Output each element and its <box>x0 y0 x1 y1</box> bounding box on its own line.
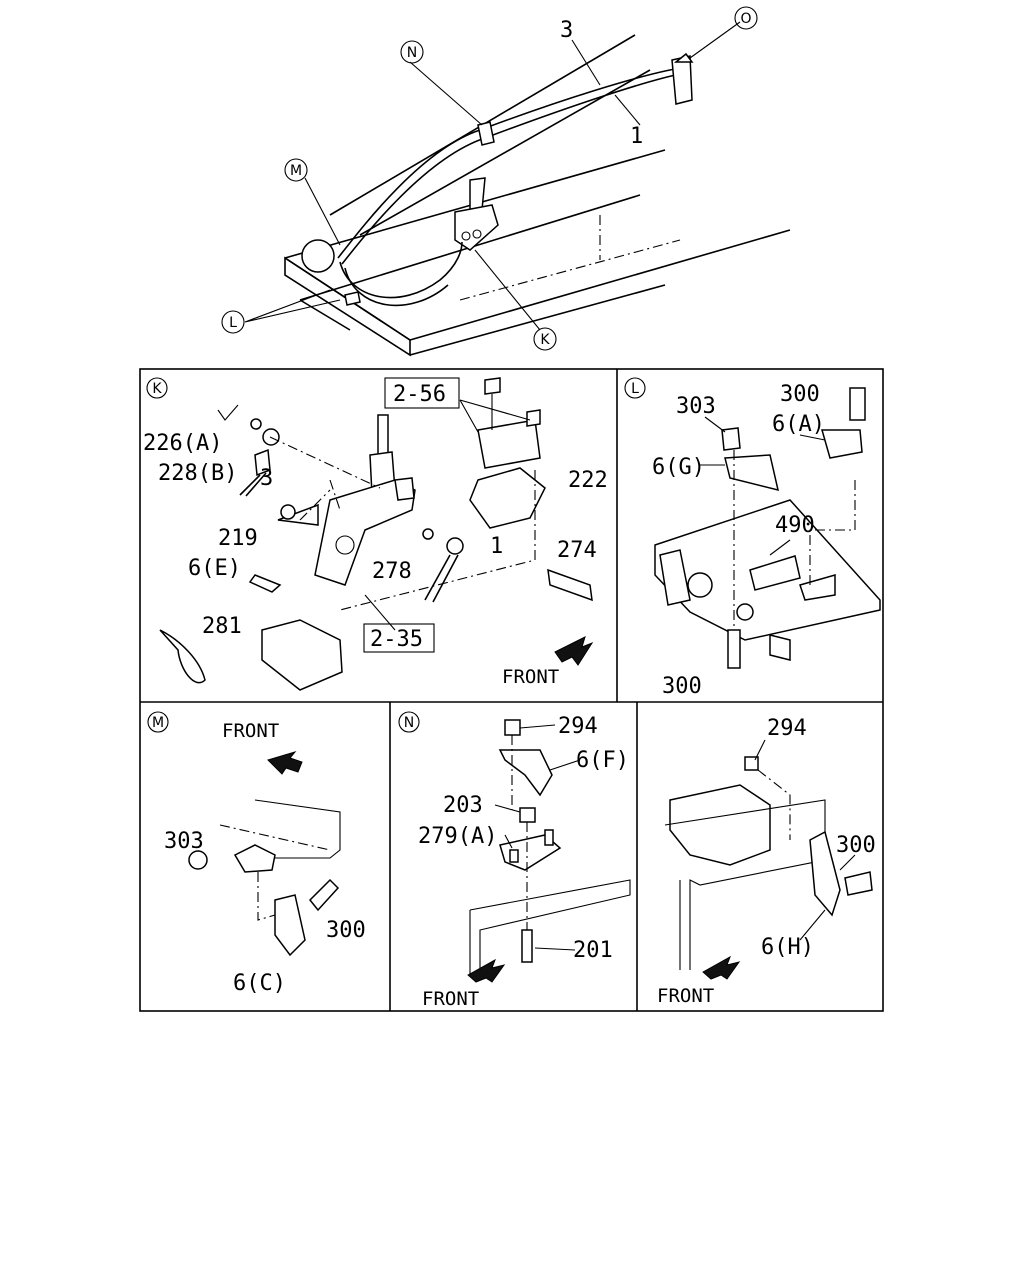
panel-m: M FRONT 303 300 6(C) <box>147 711 366 996</box>
label-281: 281 <box>202 614 242 639</box>
label-294: 294 <box>767 716 807 741</box>
label-228b: 228(B) <box>158 461 237 486</box>
label-219: 219 <box>218 526 258 551</box>
label-6e: 6(E) <box>188 556 241 581</box>
label-300: 300 <box>836 833 876 858</box>
ref-box-2-56 <box>384 377 460 409</box>
ref-box-2-35 <box>363 623 435 653</box>
label-3: 3 <box>260 466 273 491</box>
svg-text:2-35: 2-35 <box>370 627 423 652</box>
label-300: 300 <box>326 918 366 943</box>
overview-drawing <box>244 21 791 357</box>
label-6c: 6(C) <box>233 971 286 996</box>
overview-label-1: 1 <box>630 124 643 149</box>
panel-frames <box>139 368 884 1012</box>
front-label: FRONT <box>222 720 279 742</box>
svg-text:L: L <box>229 315 237 331</box>
front-arrow-icon <box>267 751 303 775</box>
label-6h: 6(H) <box>761 935 814 960</box>
label-6a: 6(A) <box>772 412 825 437</box>
panel-n: N 294 6(F) 203 279(A) 201 FRONT <box>398 711 631 1010</box>
label-6g: 6(G) <box>652 455 705 480</box>
panel-n-callout: N <box>404 715 414 731</box>
label-300-top: 300 <box>780 382 820 407</box>
label-490: 490 <box>775 513 815 538</box>
svg-text:O: O <box>740 11 751 27</box>
label-1: 1 <box>490 534 503 559</box>
panel-m-callout: M <box>152 715 164 731</box>
label-274: 274 <box>557 538 597 563</box>
panel-k-callout: K <box>152 381 162 397</box>
label-226a: 226(A) <box>143 431 222 456</box>
label-300-bottom: 300 <box>662 674 702 699</box>
panel-l-callout: L <box>631 381 639 397</box>
svg-text:K: K <box>540 332 550 348</box>
svg-text:N: N <box>407 45 417 61</box>
front-label: FRONT <box>657 985 714 1007</box>
label-6f: 6(F) <box>576 748 629 773</box>
label-203: 203 <box>443 793 483 818</box>
svg-text:2-56: 2-56 <box>393 382 446 407</box>
label-294: 294 <box>558 714 598 739</box>
callout-n: N <box>400 40 424 64</box>
callout-k: K <box>533 327 557 351</box>
callout-o: O <box>734 6 758 30</box>
label-222: 222 <box>568 468 608 493</box>
svg-text:M: M <box>290 163 302 179</box>
panel-l: L 300 303 6(A) 6(G) 490 300 <box>624 377 881 699</box>
front-arrow-icon <box>702 955 741 980</box>
front-arrow-icon <box>554 636 594 666</box>
callout-m: M <box>284 158 308 182</box>
label-279a: 279(A) <box>418 824 497 849</box>
label-278: 278 <box>372 559 412 584</box>
overview-label-3: 3 <box>560 18 573 43</box>
overview-callouts: O N M L K 3 1 <box>221 6 758 351</box>
label-201: 201 <box>573 938 613 963</box>
front-arrow-icon <box>467 958 506 983</box>
front-label: FRONT <box>422 988 479 1010</box>
front-label: FRONT <box>502 666 559 688</box>
label-303: 303 <box>676 394 716 419</box>
panel-unlabeled: 294 300 6(H) FRONT <box>657 716 876 1007</box>
panel-k: K 2-56 2-35 226( <box>143 377 608 691</box>
label-303: 303 <box>164 829 204 854</box>
callout-l: L <box>221 310 245 334</box>
